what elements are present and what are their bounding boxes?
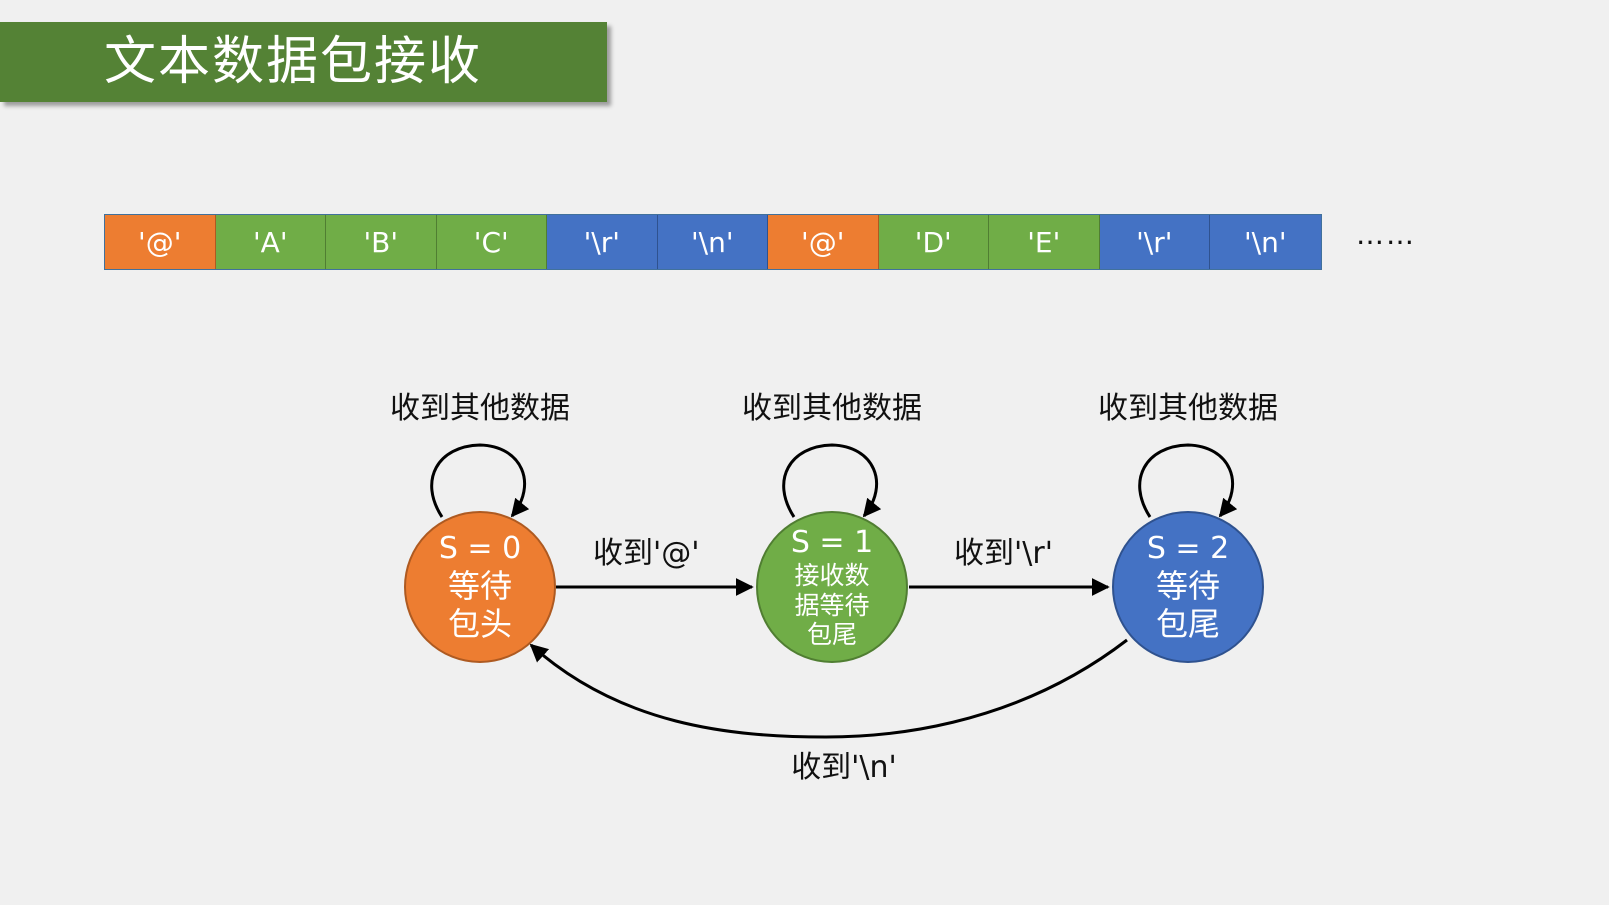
packet-cell: 'A'	[215, 215, 326, 269]
slide-title: 文本数据包接收	[104, 32, 483, 92]
transition-label-s1-s2: 收到'\r'	[954, 536, 1053, 571]
packet-cell: 'D'	[878, 215, 989, 269]
packet-cell: '@'	[105, 215, 216, 269]
state-s1-line-4: 包尾	[807, 620, 857, 649]
packet-cell: '\n'	[1210, 215, 1321, 269]
state-node-s1	[756, 511, 908, 663]
self-loop-arrow-s0	[430, 443, 530, 518]
state-node-s2	[1112, 511, 1264, 663]
packet-cell: 'C'	[436, 215, 547, 269]
transition-label-s0-s1: 收到'@'	[593, 536, 700, 571]
packet-byte-stream: '@' 'A' 'B' 'C' '\r' '\n' '@' 'D' 'E' '\…	[104, 214, 1322, 270]
state-s1-line-1: S = 1	[791, 525, 873, 560]
state-s0-line-3: 包头	[448, 605, 512, 643]
packet-cell: '\r'	[547, 215, 658, 269]
self-loop-arrow-s1	[782, 443, 882, 518]
state-s0-line-2: 等待	[448, 567, 512, 605]
transition-arrow-s2-s0	[529, 638, 1128, 739]
state-s2-line-2: 等待	[1156, 567, 1220, 605]
state-s1-line-3: 据等待	[794, 591, 869, 620]
packet-continuation-ellipsis: ……	[1356, 218, 1416, 251]
packet-cell: '\n'	[657, 215, 768, 269]
slide-title-bar: 文本数据包接收	[0, 22, 607, 102]
packet-cell: 'B'	[326, 215, 437, 269]
transition-label-s2-s0: 收到'\n'	[791, 750, 897, 785]
state-s1-line-2: 接收数	[794, 561, 869, 590]
state-s2-line-3: 包尾	[1156, 605, 1220, 643]
packet-cell: '@'	[768, 215, 879, 269]
packet-cell: '\r'	[1099, 215, 1210, 269]
state-s2-line-1: S = 2	[1147, 531, 1229, 566]
self-loop-arrow-s2	[1138, 443, 1238, 518]
self-loop-label-s2: 收到其他数据	[1098, 391, 1278, 426]
state-s0-line-1: S = 0	[439, 531, 521, 566]
state-node-s0	[404, 511, 556, 663]
self-loop-label-s1: 收到其他数据	[742, 391, 922, 426]
packet-cell: 'E'	[989, 215, 1100, 269]
self-loop-label-s0: 收到其他数据	[390, 391, 570, 426]
